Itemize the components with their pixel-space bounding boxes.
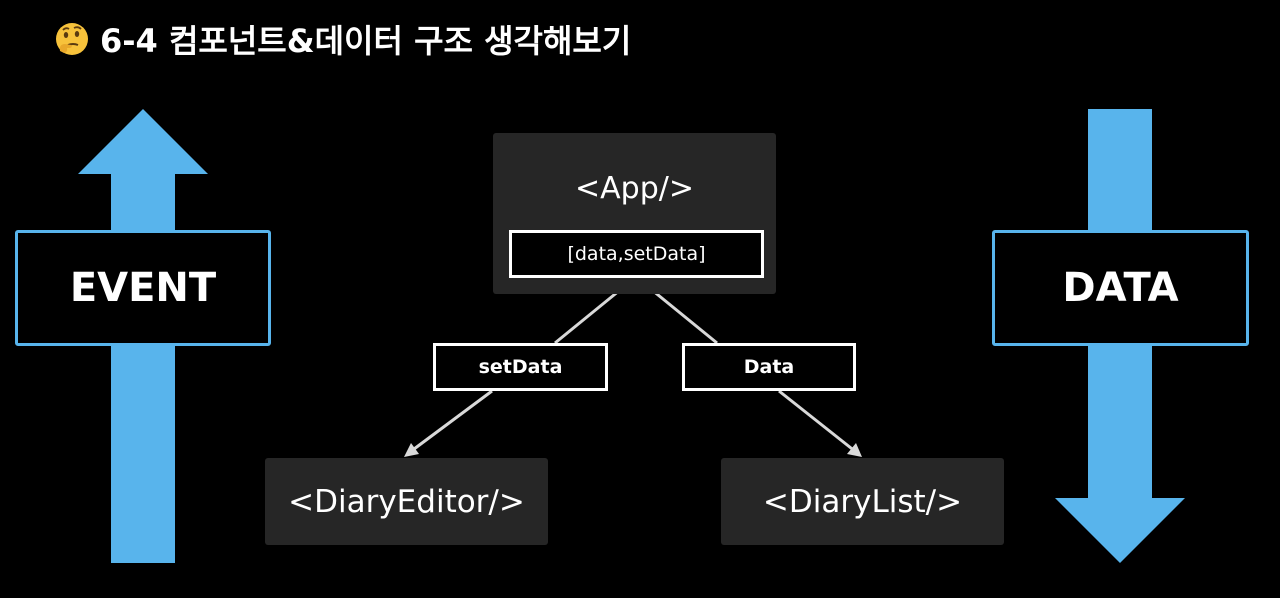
app-component-label: <App/> [575,171,694,206]
connector-setdata-to-editor [409,389,493,454]
arrowhead-editor [404,443,419,457]
data-label-box: DATA [992,230,1249,346]
diary-editor-label: <DiaryEditor/> [288,483,525,520]
event-label-box: EVENT [15,230,271,346]
thinking-face-icon [56,23,88,55]
page-title-text: 6-4 컴포넌트&데이터 구조 생각해보기 [100,22,632,60]
diary-editor-node: <DiaryEditor/> [265,458,548,545]
app-state-box: [data,setData] [509,230,764,278]
diary-list-label: <DiaryList/> [762,483,963,520]
connector-data-to-list [778,389,857,454]
arrowhead-list [847,443,862,457]
edge-label-setdata: setData [433,343,608,391]
edge-label-data: Data [682,343,856,391]
page-title: 6-4 컴포넌트&데이터 구조 생각해보기 [54,14,631,64]
diary-list-node: <DiaryList/> [721,458,1004,545]
